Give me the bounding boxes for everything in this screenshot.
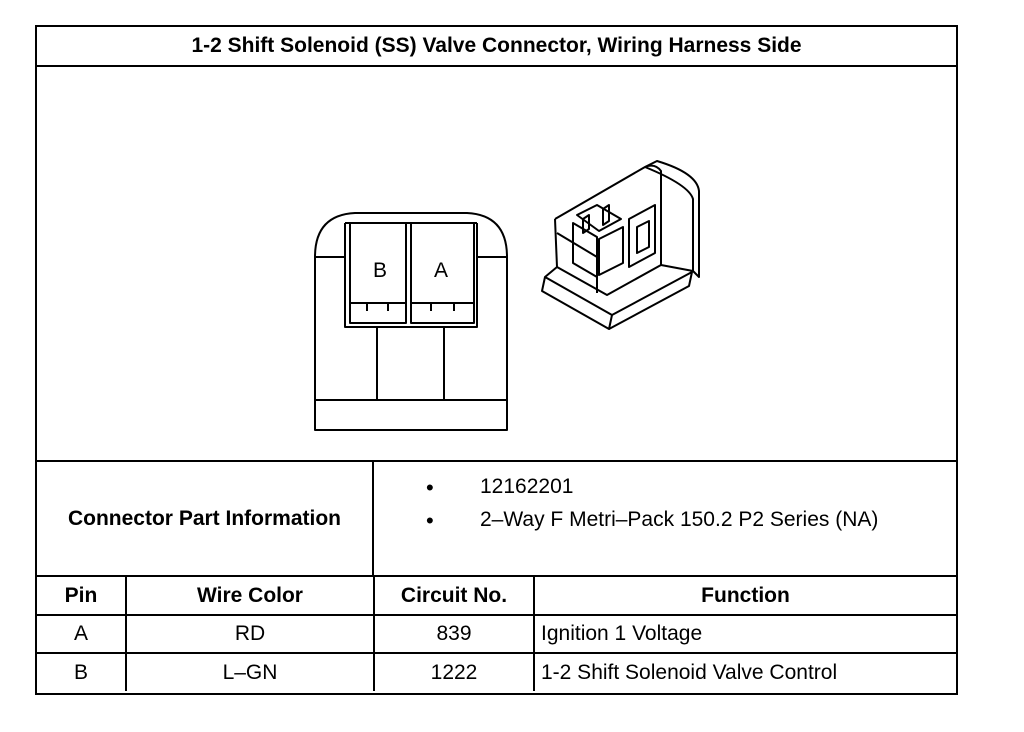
header-wire-color: Wire Color xyxy=(125,577,375,616)
connector-sheet: 1-2 Shift Solenoid (SS) Valve Connector,… xyxy=(35,25,958,695)
pin-cell: B xyxy=(37,652,127,691)
bullet-icon: • xyxy=(426,475,434,500)
pin-table-header-row: Pin Wire Color Circuit No. Function xyxy=(37,577,956,616)
connector-face-cavity xyxy=(344,223,478,328)
connector-illustration: B A xyxy=(314,160,700,431)
connector-description: 2–Way F Metri–Pack 150.2 P2 Series (NA) xyxy=(480,508,879,531)
sheet-title: 1-2 Shift Solenoid (SS) Valve Connector,… xyxy=(37,27,956,67)
terminal-b-outline xyxy=(349,222,407,324)
function-cell: 1-2 Shift Solenoid Valve Control xyxy=(533,652,956,691)
connector-part-info-row: Connector Part Information • 12162201 • … xyxy=(37,460,956,577)
terminal-b-label: B xyxy=(373,259,387,282)
terminal-a-outline xyxy=(410,222,475,324)
function-cell: Ignition 1 Voltage xyxy=(533,614,956,654)
circuit-no-cell: 839 xyxy=(373,614,535,654)
table-row: A RD 839 Ignition 1 Voltage xyxy=(37,614,956,654)
part-number: 12162201 xyxy=(480,475,574,498)
connector-part-info-label: Connector Part Information xyxy=(37,462,374,575)
header-function: Function xyxy=(533,577,956,616)
header-circuit-no: Circuit No. xyxy=(373,577,535,616)
connector-isometric-view xyxy=(541,160,700,330)
connector-part-info-list: • 12162201 • 2–Way F Metri–Pack 150.2 P2… xyxy=(374,462,956,575)
table-row: B L–GN 1222 1-2 Shift Solenoid Valve Con… xyxy=(37,652,956,691)
terminal-a-label: A xyxy=(434,259,448,282)
bullet-icon: • xyxy=(426,508,434,533)
connector-face-outline xyxy=(314,212,508,431)
pin-table: Pin Wire Color Circuit No. Function A RD… xyxy=(37,577,956,691)
pin-cell: A xyxy=(37,614,127,654)
wire-color-cell: RD xyxy=(125,614,375,654)
wire-color-cell: L–GN xyxy=(125,652,375,691)
circuit-no-cell: 1222 xyxy=(373,652,535,691)
header-pin: Pin xyxy=(37,577,127,616)
connector-drawing: B A xyxy=(37,67,956,462)
